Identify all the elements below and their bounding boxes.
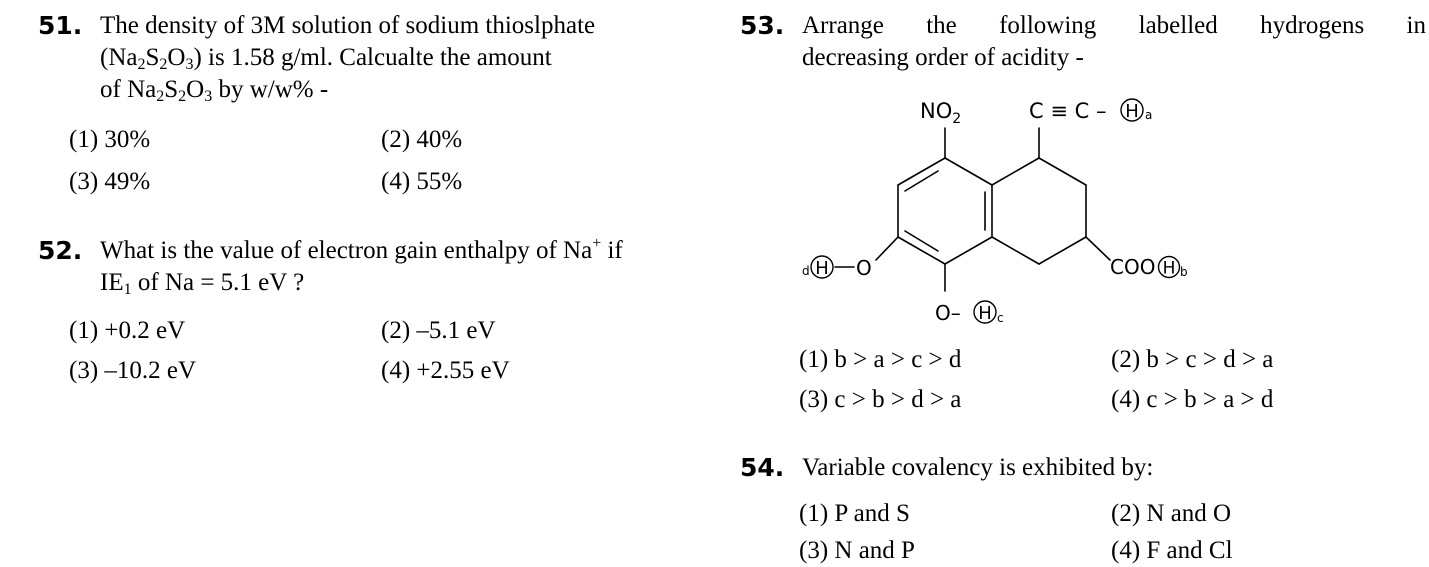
hydrogen-b: H: [1163, 259, 1176, 279]
h-circle-icon: [973, 300, 997, 324]
hydrogen-c: H: [978, 303, 992, 324]
stem-line-1: Arrange the following labelled hydrogens…: [802, 12, 1426, 39]
oxygen-bottom: O–: [935, 301, 961, 325]
double-bond: [904, 230, 939, 252]
stem-line-1: What is the value of electron gain entha…: [100, 235, 623, 265]
hydrogen-a: H: [1125, 101, 1139, 122]
stem-line-2: (Na2S2O3) is 1.58 g/ml. Calcualte the am…: [100, 44, 552, 73]
stem-line-1: The density of 3M solution of sodium thi…: [100, 12, 596, 39]
question-53: 53. Arrange the following labelled hydro…: [740, 10, 1426, 420]
option-1[interactable]: (1) +0.2 eV: [69, 317, 186, 344]
bond-oh-left: [875, 236, 899, 261]
question-stem: What is the value of electron gain entha…: [100, 235, 623, 299]
option-4[interactable]: (4) c > b > a > d: [1111, 386, 1274, 413]
chemical-structure-diagram: NO2 C ≡ C – H a COO H b d H O O– H c: [802, 98, 1188, 325]
bond: [991, 236, 1040, 265]
option-2[interactable]: (2) –5.1 eV: [381, 317, 496, 344]
option-1[interactable]: (1) P and S: [799, 500, 910, 527]
option-3[interactable]: (3) –10.2 eV: [69, 357, 197, 384]
stem-line-2: IE1 of Na = 5.1 eV ?: [100, 269, 305, 298]
question-52: 52. What is the value of electron gain e…: [38, 235, 718, 395]
label-a: a: [1145, 108, 1152, 122]
stem-line-2: decreasing order of acidity -: [802, 44, 1084, 71]
double-bond: [904, 170, 939, 192]
bond: [897, 157, 946, 186]
bond: [944, 236, 993, 265]
option-4[interactable]: (4) +2.55 eV: [381, 357, 510, 384]
alkyne-label: C ≡ C –: [1029, 99, 1106, 123]
label-d: d: [802, 264, 810, 278]
option-4[interactable]: (4) 55%: [381, 168, 463, 195]
stem-line-3: of Na2S2O3 by w/w% -: [100, 76, 329, 105]
option-2[interactable]: (2) b > c > d > a: [1111, 346, 1274, 373]
stem-line-1: Variable covalency is exhibited by:: [802, 454, 1154, 481]
label-b: b: [1180, 265, 1188, 279]
label-c: c: [997, 311, 1004, 325]
question-51: 51. The density of 3M solution of sodium…: [38, 10, 718, 200]
option-4[interactable]: (4) F and Cl: [1111, 537, 1233, 564]
h-circle-icon: [810, 255, 834, 279]
question-54: 54. Variable covalency is exhibited by: …: [740, 452, 1426, 567]
cooh-label: COO: [1110, 255, 1155, 279]
option-1[interactable]: (1) 30%: [69, 126, 151, 153]
question-stem: Arrange the following labelled hydrogens…: [802, 10, 1426, 42]
bond: [897, 236, 946, 265]
option-1[interactable]: (1) b > a > c > d: [799, 346, 962, 373]
bond: [1038, 157, 1087, 186]
bond: [991, 157, 1040, 186]
bond: [944, 157, 993, 186]
oxygen-left: O: [856, 256, 872, 280]
question-number: 52.: [38, 236, 83, 265]
h-circle-icon: [1157, 255, 1181, 279]
no2-label: NO2: [920, 99, 961, 127]
question-number: 51.: [38, 11, 83, 40]
option-3[interactable]: (3) 49%: [69, 168, 151, 195]
h-circle-icon: [1120, 98, 1144, 122]
question-stem: Variable covalency is exhibited by:: [802, 452, 1153, 484]
question-number: 53.: [740, 11, 785, 40]
question-stem: The density of 3M solution of sodium thi…: [100, 10, 595, 106]
option-2[interactable]: (2) 40%: [381, 126, 463, 153]
bond-cooh: [1085, 236, 1111, 261]
bond: [1038, 236, 1087, 265]
option-3[interactable]: (3) N and P: [799, 537, 915, 564]
option-3[interactable]: (3) c > b > d > a: [799, 386, 962, 413]
option-2[interactable]: (2) N and O: [1111, 500, 1232, 527]
hydrogen-d: H: [815, 258, 829, 279]
question-number: 54.: [740, 453, 785, 482]
